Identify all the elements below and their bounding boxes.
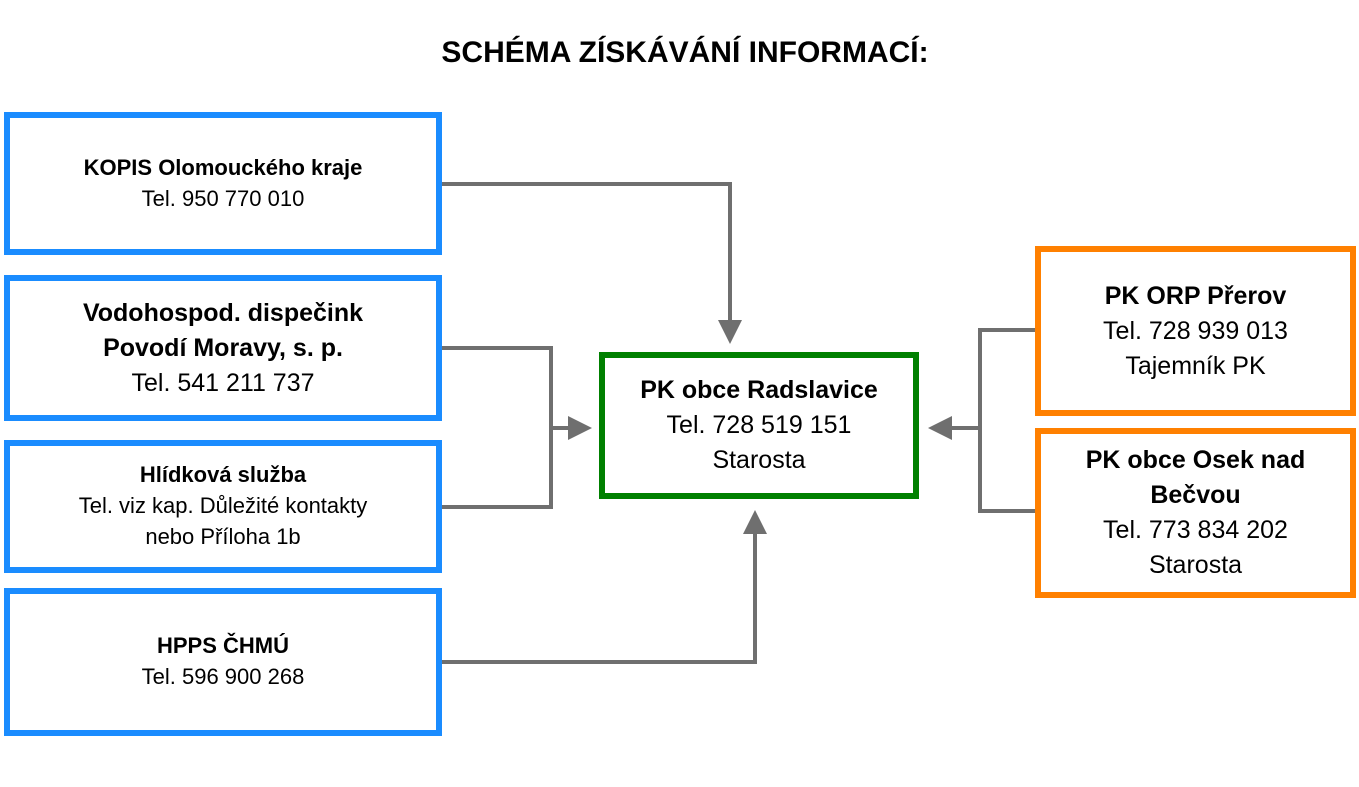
source-box-hlidka: Hlídková služba Tel. viz kap. Důležité k… — [4, 440, 442, 573]
source-box-chmu: HPPS ČHMÚ Tel. 596 900 268 — [4, 588, 442, 736]
source-line: nebo Příloha 1b — [145, 523, 301, 549]
connector-chmu — [440, 510, 767, 664]
neighbor-name: PK obce Osek nad — [1085, 446, 1306, 474]
neighbor-box-prerov: PK ORP Přerov Tel. 728 939 013 Tajemník … — [1035, 246, 1356, 416]
neighbor-phone: Tel. 728 939 013 — [1103, 316, 1288, 345]
neighbor-name-2: Bečvou — [1150, 481, 1241, 509]
center-box-radslavice: PK obce Radslavice Tel. 728 519 151 Star… — [599, 352, 919, 499]
source-box-vodohospod: Vodohospod. dispečink Povodí Moravy, s. … — [4, 275, 442, 421]
connector-kopis — [440, 182, 742, 344]
source-phone: Tel. 596 900 268 — [141, 664, 305, 689]
source-name: KOPIS Olomouckého kraje — [83, 154, 363, 180]
source-box-kopis: KOPIS Olomouckého kraje Tel. 950 770 010 — [4, 112, 442, 255]
source-name-2: Povodí Moravy, s. p. — [103, 333, 343, 362]
source-line: Tel. viz kap. Důležité kontakty — [78, 493, 368, 519]
connector-right — [978, 328, 1037, 513]
source-name: HPPS ČHMÚ — [156, 633, 289, 659]
center-phone: Tel. 728 519 151 — [666, 411, 852, 439]
neighbor-role: Starosta — [1148, 551, 1243, 579]
source-phone: Tel. 950 770 010 — [141, 185, 305, 211]
center-role: Starosta — [712, 446, 806, 474]
connector-vodo-hlidka — [440, 346, 553, 509]
source-phone: Tel. 541 211 737 — [131, 368, 315, 397]
neighbor-box-osek: PK obce Osek nad Bečvou Tel. 773 834 202… — [1035, 428, 1356, 598]
page-title: SCHÉMA ZÍSKÁVÁNÍ INFORMACÍ: — [441, 36, 929, 69]
source-name: Hlídková služba — [139, 462, 307, 488]
neighbor-role: Tajemník PK — [1125, 351, 1266, 380]
center-name: PK obce Radslavice — [640, 376, 878, 404]
source-name: Vodohospod. dispečink — [82, 298, 364, 327]
neighbor-name: PK ORP Přerov — [1104, 281, 1287, 310]
neighbor-phone: Tel. 773 834 202 — [1103, 516, 1288, 544]
